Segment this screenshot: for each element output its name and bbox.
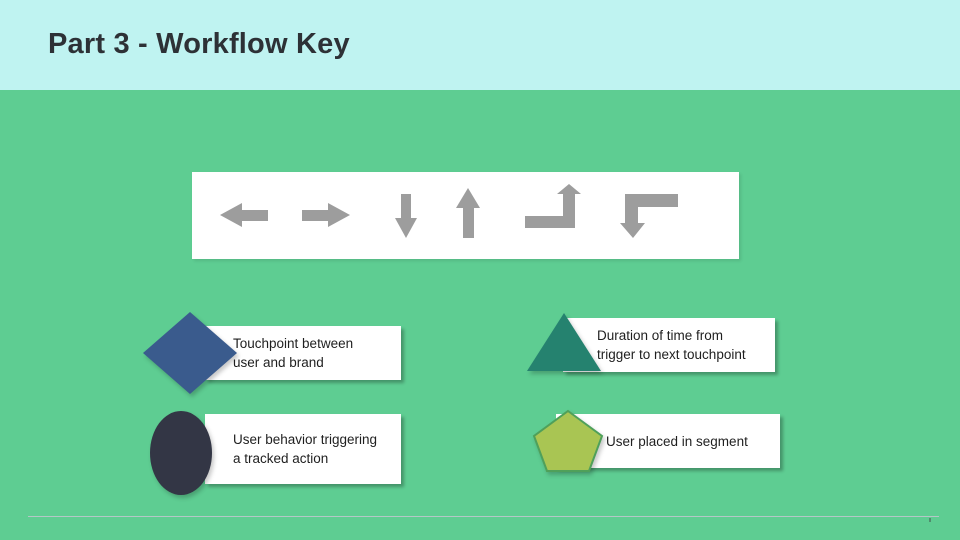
slide-title-bar: Part 3 - Workflow Key xyxy=(0,0,960,90)
footer-divider-line xyxy=(28,516,939,517)
arrow-right-icon xyxy=(302,203,350,227)
slide-number-mark xyxy=(929,518,931,522)
legend-label-line: User behavior triggering xyxy=(233,432,378,447)
workflow-arrows-panel xyxy=(192,172,739,259)
legend-label-line: Duration of time from xyxy=(597,328,724,343)
legend-card-touchpoint: Touchpoint between user and brand xyxy=(205,326,401,380)
legend-label-line: trigger to next touchpoint xyxy=(597,347,746,362)
legend-label-line: a tracked action xyxy=(233,451,329,466)
arrow-down-icon xyxy=(395,194,417,238)
legend-card-behavior: User behavior triggering a tracked actio… xyxy=(205,414,401,484)
legend-label-line: User placed in segment xyxy=(606,433,748,449)
page-title: Part 3 - Workflow Key xyxy=(48,28,350,60)
legend-label-line: user and brand xyxy=(233,355,324,370)
workflow-arrows-graphic xyxy=(220,184,678,238)
legend-label-line: Touchpoint between xyxy=(233,336,354,351)
diamond-shape-icon xyxy=(143,312,237,394)
ellipse-shape-icon xyxy=(150,411,212,495)
pentagon-shape-icon xyxy=(532,409,604,472)
arrow-bend-down-icon xyxy=(620,194,678,238)
triangle-shape-icon xyxy=(527,313,601,371)
arrow-bend-up-icon xyxy=(525,184,581,228)
legend-card-duration: Duration of time from trigger to next to… xyxy=(563,318,775,372)
arrow-left-icon xyxy=(220,203,268,227)
arrow-up-icon xyxy=(456,188,480,238)
